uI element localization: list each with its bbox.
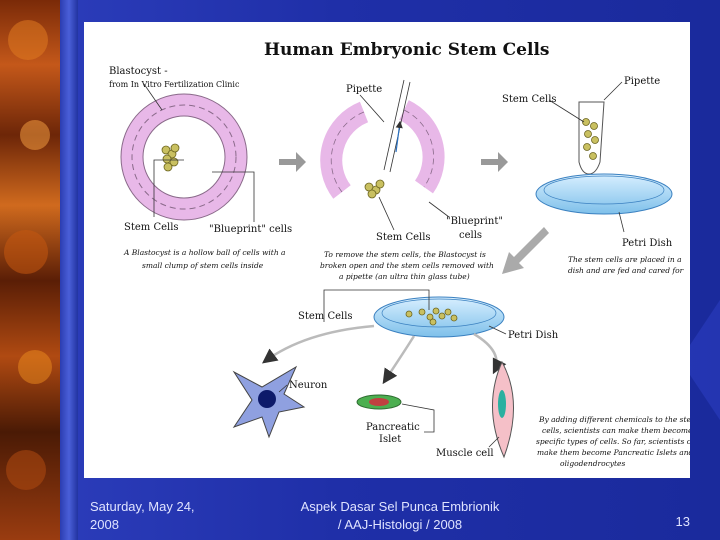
- footer-course-line1: Aspek Dasar Sel Punca Embrionik: [280, 498, 520, 516]
- muscle-label: Muscle cell: [436, 448, 494, 459]
- petri-dish-label-1: Petri Dish: [622, 238, 673, 249]
- arrow-down-left-icon: [502, 227, 549, 274]
- pancreatic-label-1: Pancreatic: [366, 422, 420, 433]
- caption-differentiation-5: oligodendrocytes: [560, 459, 625, 468]
- footer-date: Saturday, May 24, 2008: [90, 498, 250, 534]
- page-number: 13: [650, 513, 690, 531]
- stem-cells-label-2: Stem Cells: [376, 232, 431, 243]
- petri-dish-1: [536, 174, 672, 214]
- pipette-line: [384, 80, 404, 170]
- pipette-label-2: Pipette: [624, 76, 660, 87]
- arrow-right-icon: [481, 152, 508, 172]
- stem-cells-label-4: Stem Cells: [298, 311, 353, 322]
- blastocyst-intact: [121, 94, 247, 220]
- caption-blastocyst-1: A Blastocyst is a hollow ball of cells w…: [123, 248, 286, 257]
- stem-cell-cluster: [162, 144, 179, 171]
- left-stripe: [60, 0, 78, 540]
- figure-title: Human Embryonic Stem Cells: [264, 40, 549, 60]
- caption-differentiation-2: cells, scientists can make them become: [542, 426, 690, 435]
- pancreatic-label-2: Islet: [379, 434, 401, 445]
- caption-differentiation-3: specific types of cells. So far, scienti…: [536, 437, 690, 446]
- stem-cells-label-3: Stem Cells: [502, 94, 557, 105]
- caption-differentiation-1: By adding different chemicals to the ste…: [538, 415, 690, 424]
- blastocyst-source-label: from In Vitro Fertilization Clinic: [109, 80, 240, 89]
- neuron-cell: [234, 367, 304, 437]
- caption-differentiation-4: make them become Pancreatic Islets and: [537, 448, 690, 457]
- blueprint-label-2b: cells: [459, 230, 482, 241]
- pipette-tube: [579, 102, 604, 174]
- stem-cells-label-1: Stem Cells: [124, 222, 179, 233]
- blastocyst-broken: [331, 110, 433, 198]
- muscle-cell: [492, 362, 513, 457]
- footer-date-line1: Saturday, May 24,: [90, 498, 250, 516]
- pipette-label-1: Pipette: [346, 84, 382, 95]
- stem-cell-figure: Human Embryonic Stem Cells Blastocyst - …: [84, 22, 690, 478]
- footer-course: Aspek Dasar Sel Punca Embrionik / AAJ-Hi…: [280, 498, 520, 534]
- caption-extract-3: a pipette (an ultra thin glass tube): [339, 272, 470, 281]
- caption-blastocyst-2: small clump of stem cells inside: [142, 261, 264, 270]
- arrow-right-icon: [279, 152, 306, 172]
- blueprint-label-1: "Blueprint" cells: [209, 224, 292, 235]
- caption-dish-2: dish and are fed and cared for: [568, 266, 684, 275]
- footer-date-line2: 2008: [90, 516, 250, 534]
- pancreatic-islet-cell: [357, 395, 401, 409]
- caption-dish-1: The stem cells are placed in a: [568, 255, 682, 264]
- petri-dish-label-2: Petri Dish: [508, 330, 559, 341]
- footer-course-line2: / AAJ-Histologi / 2008: [280, 516, 520, 534]
- neuron-label: Neuron: [289, 380, 328, 391]
- blueprint-label-2a: "Blueprint": [446, 216, 503, 227]
- caption-extract-2: broken open and the stem cells removed w…: [320, 261, 494, 270]
- caption-extract-1: To remove the stem cells, the Blastocyst…: [324, 250, 486, 259]
- blastocyst-label: Blastocyst -: [109, 66, 168, 77]
